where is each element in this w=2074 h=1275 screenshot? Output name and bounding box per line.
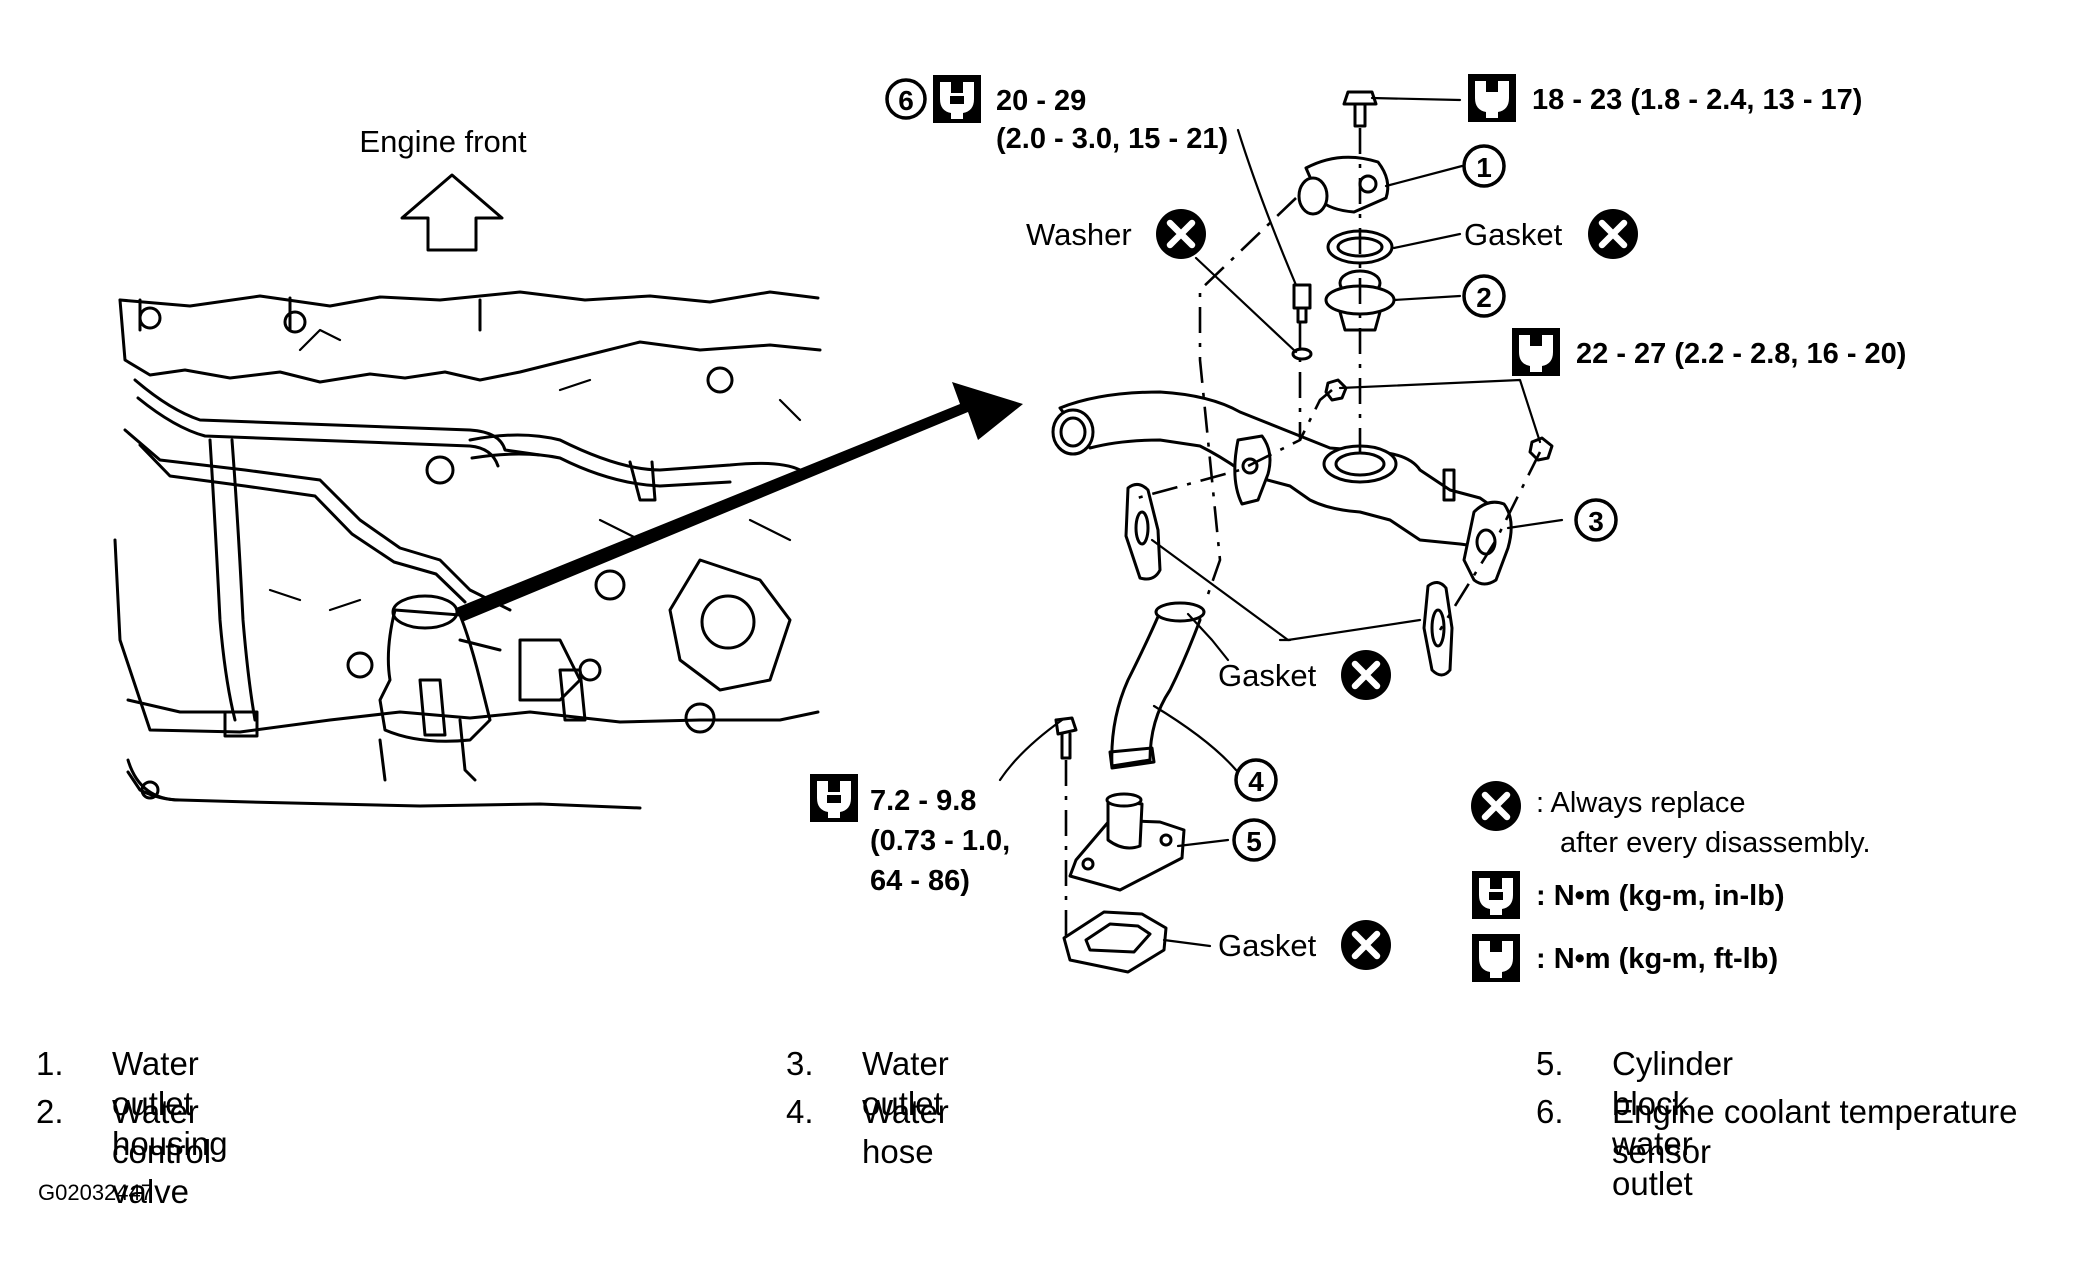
- key-ftlb: : N•m (kg-m, ft-lb): [1536, 943, 1778, 975]
- torque-spec-housing: 18 - 23 (1.8 - 2.4, 13 - 17): [1468, 74, 1862, 122]
- always-replace-icon: [1156, 209, 1206, 259]
- always-replace-icon: [1588, 209, 1638, 259]
- torque-ftlb-icon: [1512, 328, 1560, 376]
- callout-5: 5: [1232, 818, 1276, 862]
- torque-spec-outlet: 22 - 27 (2.2 - 2.8, 16 - 20): [1512, 328, 1906, 376]
- callout-4: 4: [1234, 758, 1278, 802]
- detail-pointer-arrow: [456, 382, 1023, 622]
- svg-text:5: 5: [1246, 826, 1262, 857]
- legend-label-4: Water hose: [862, 1093, 949, 1170]
- engine-overview-drawing: [113, 290, 822, 810]
- engine-front-label: Engine front: [359, 124, 527, 159]
- legend-label-3: Water outlet: [862, 1045, 949, 1122]
- torque-inlb-icon: [1472, 871, 1520, 919]
- torque-spec-block: 7.2 - 9.8 (0.73 - 1.0, 64 - 86): [810, 774, 1010, 897]
- figure-code: G02032447: [38, 1180, 153, 1205]
- legend-label-1: Water outlet housing: [112, 1045, 228, 1162]
- svg-text:4: 4: [1248, 766, 1264, 797]
- torque-housing-text: 18 - 23 (1.8 - 2.4, 13 - 17): [1532, 84, 1862, 116]
- key-replace-line2: after every disassembly.: [1560, 827, 1871, 859]
- torque-inlb-icon: [933, 75, 981, 123]
- svg-text:1: 1: [1476, 152, 1492, 183]
- torque-outlet-text: 22 - 27 (2.2 - 2.8, 16 - 20): [1576, 338, 1906, 370]
- svg-text:3: 3: [1588, 506, 1604, 537]
- callout-6-badge: [885, 78, 927, 120]
- callout-2: 2: [1462, 274, 1506, 318]
- alignment-lines: [1064, 128, 1542, 936]
- torque-block-line3: 64 - 86): [870, 865, 970, 897]
- key-replace-line1: : Always replace: [1536, 787, 1746, 819]
- gasket-middle-label: Gasket: [1218, 658, 1317, 693]
- callout-1: 1: [1462, 144, 1506, 188]
- torque-inlb-icon: [810, 774, 858, 822]
- torque-sensor-line2: (2.0 - 3.0, 15 - 21): [996, 123, 1228, 155]
- torque-spec-sensor: 6 20 - 29 (2.0 - 3.0, 15 - 21): [885, 75, 1228, 155]
- key-inlb: : N•m (kg-m, in-lb): [1536, 880, 1785, 912]
- legend-num-5: 5.: [1536, 1045, 1564, 1082]
- legend-num-3: 3.: [786, 1045, 814, 1082]
- always-replace-icon: [1341, 920, 1391, 970]
- symbol-key: : Always replace after every disassembly…: [1471, 781, 1871, 982]
- gasket-bottom-label: Gasket: [1218, 928, 1317, 963]
- always-replace-icon: [1471, 781, 1521, 831]
- legend-label-2: Water control valve: [112, 1093, 212, 1210]
- legend-num-4: 4.: [786, 1093, 814, 1130]
- engine-front-arrow: [400, 173, 504, 252]
- torque-sensor-line1: 20 - 29: [996, 85, 1086, 117]
- gasket-top-label: Gasket: [1464, 217, 1563, 252]
- leader-lines: [998, 96, 1564, 948]
- svg-text:2: 2: [1476, 282, 1492, 313]
- callout-6-number: 6: [898, 85, 914, 116]
- torque-ftlb-icon: [1468, 74, 1516, 122]
- torque-block-line2: (0.73 - 1.0,: [870, 825, 1010, 857]
- washer-label: Washer: [1026, 217, 1132, 252]
- torque-ftlb-icon: [1472, 934, 1520, 982]
- always-replace-icon: [1341, 650, 1391, 700]
- part-callouts: 1 2 3 4 5: [1232, 144, 1618, 862]
- legend-num-2: 2.: [36, 1093, 64, 1130]
- callout-3: 3: [1574, 498, 1618, 542]
- legend-label-5: Cylinder block water outlet: [1612, 1045, 1734, 1202]
- engine-front-indicator: Engine front: [359, 124, 527, 252]
- torque-block-line1: 7.2 - 9.8: [870, 785, 976, 817]
- legend-label-6: Engine coolant temperature sensor: [1612, 1093, 2018, 1170]
- replace-labels: Washer Gasket Gasket Gasket: [1026, 209, 1638, 970]
- legend-num-6: 6.: [1536, 1093, 1564, 1130]
- legend-num-1: 1.: [36, 1045, 64, 1082]
